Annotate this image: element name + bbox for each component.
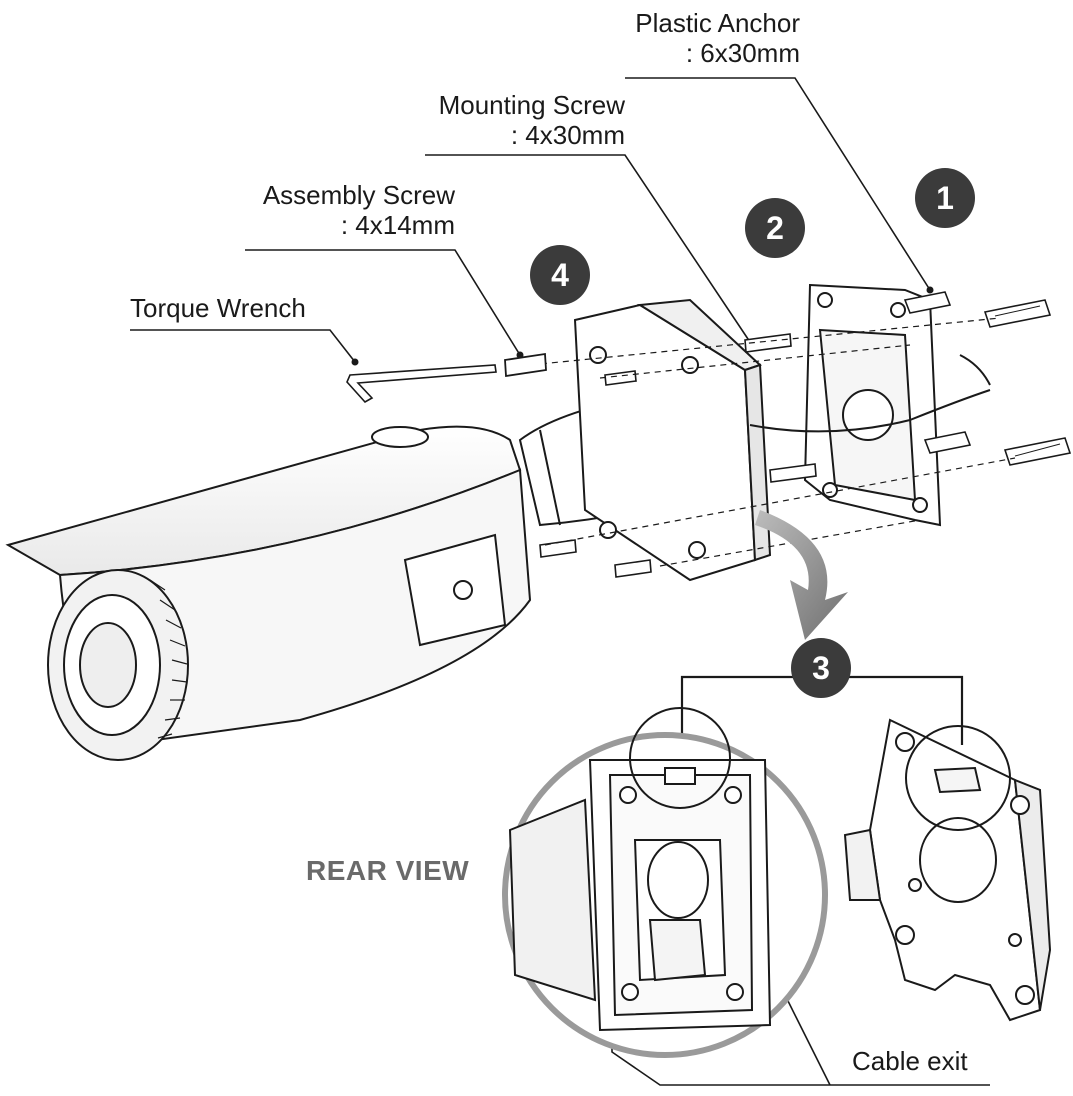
cable: [749, 389, 991, 433]
plastic-anchor-size: : 6x30mm: [685, 38, 800, 68]
camera-base-plate: [539, 298, 772, 582]
bracket-detail: [843, 718, 1052, 1022]
assembly-screw-size: : 4x14mm: [340, 210, 455, 240]
mounting-screw-label: Mounting Screw : 4x30mm: [400, 90, 625, 150]
rear-view-label: REAR VIEW: [306, 855, 470, 886]
plastic-anchor-label: Plastic Anchor : 6x30mm: [600, 8, 800, 68]
mounting-screws: [744, 333, 817, 483]
torque-wrench-label: Torque Wrench: [130, 293, 306, 323]
plastic-anchor-name: Plastic Anchor: [635, 8, 800, 38]
plastic-anchors: [903, 291, 1072, 466]
mounting-screw-leader: [425, 154, 753, 346]
arrow-icon: [755, 510, 848, 640]
torque-wrench: [346, 364, 497, 404]
wall-bracket: [803, 283, 942, 527]
cable-end: [959, 354, 991, 386]
assembly-screw-name: Assembly Screw: [262, 180, 455, 210]
assembly-screw-leader: [245, 249, 521, 356]
step-3-badge: 3: [791, 638, 851, 698]
step-4-badge: 4: [530, 245, 590, 305]
assembly-screw-label: Assembly Screw : 4x14mm: [230, 180, 455, 240]
mounting-screw-name: Mounting Screw: [438, 90, 625, 120]
rear-view-magnifier: [502, 707, 828, 1058]
plastic-anchor-leader: [625, 77, 931, 291]
step-1-badge: 1: [915, 168, 975, 228]
mounting-screw-size: : 4x30mm: [510, 120, 625, 150]
cable-exit-label: Cable exit: [852, 1046, 968, 1076]
cable-exit-leader-right: [779, 984, 831, 1086]
step-2-badge: 2: [745, 198, 805, 258]
torque-wrench-leader: [130, 329, 356, 363]
assembly-screw: [504, 352, 547, 378]
camera-body: [5, 393, 667, 761]
